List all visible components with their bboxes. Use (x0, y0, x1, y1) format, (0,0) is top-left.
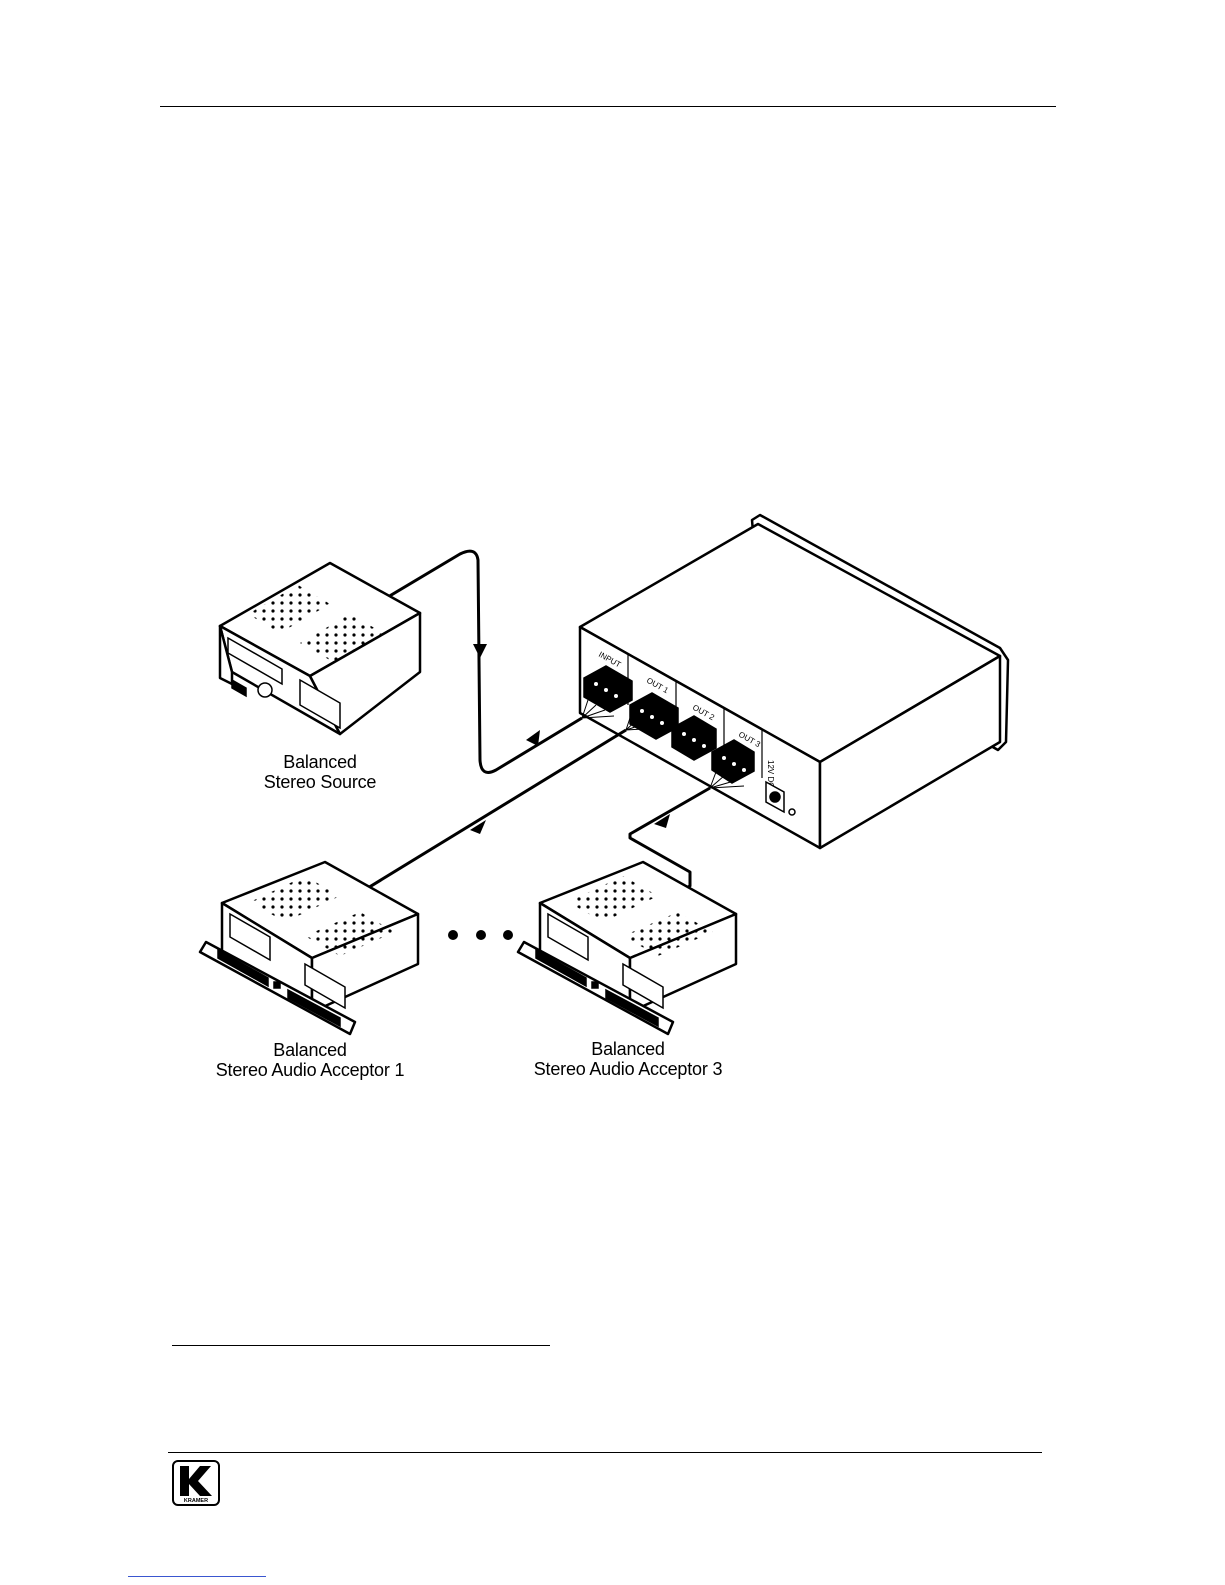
link-underline (128, 1576, 266, 1577)
acceptor-1-label-line1: Balanced (190, 1040, 430, 1060)
source-label-line2: Stereo Source (220, 772, 420, 792)
ellipsis-dots (448, 930, 513, 940)
acceptor-1-label-line2: Stereo Audio Acceptor 1 (190, 1060, 430, 1080)
footer-rule (168, 1452, 1042, 1453)
footnote-rule (172, 1345, 550, 1346)
source-label-line1: Balanced (220, 752, 420, 772)
acceptor-3-label-line2: Stereo Audio Acceptor 3 (508, 1059, 748, 1079)
kramer-logo: KRAMER (172, 1460, 220, 1506)
kramer-logo-text: KRAMER (184, 1498, 208, 1504)
source-label: Balanced Stereo Source (220, 752, 420, 792)
acceptor-3-label: Balanced Stereo Audio Acceptor 3 (508, 1039, 748, 1079)
acceptor-1-label: Balanced Stereo Audio Acceptor 1 (190, 1040, 430, 1080)
acceptor-3-label-line1: Balanced (508, 1039, 748, 1059)
splitter-unit (580, 515, 1008, 848)
